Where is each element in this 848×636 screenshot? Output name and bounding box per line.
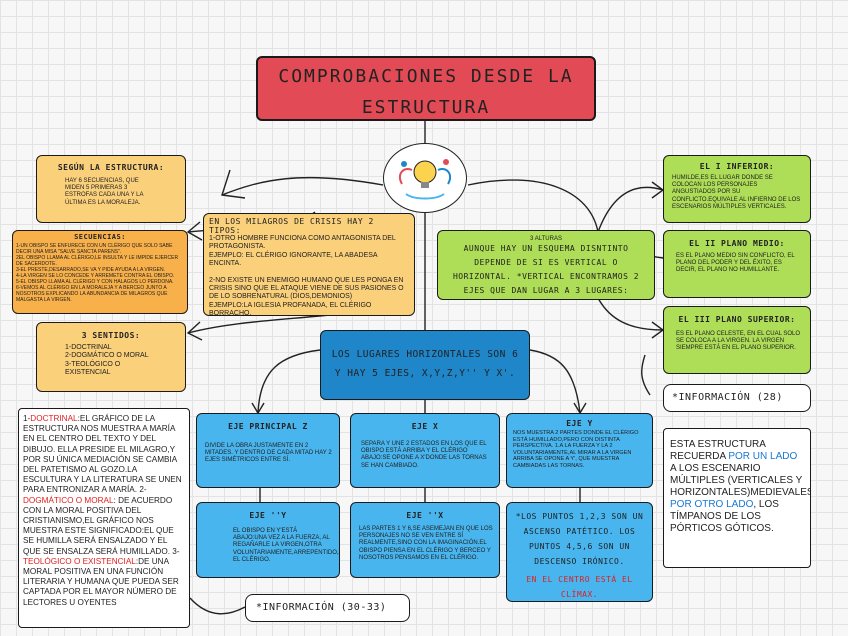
- secuencia-2: 2EL OBISPO LLAMA AL CLÉRIGO,LE INSULTA Y…: [16, 255, 179, 267]
- secuencias-list: 1-UN OBISPO SE ENFURECE CON UN CLÉRIGO Q…: [16, 243, 184, 303]
- eje-y-box: EJE Y NOS MUESTRA 2 PARTES DONDE EL CLÉR…: [506, 413, 653, 488]
- eje-yy-text: EL OBISPO EN Y'ESTÁ ABAJO:UNA VEZ A LA F…: [233, 528, 339, 563]
- doctrinal-text-box: 1-DOCTRINAL:EL GRÁFICO DE LA ESTRUCTURA …: [18, 408, 190, 628]
- sentido-2: 2-DOGMÁTICO O MORAL: [65, 352, 149, 360]
- plano1-heading: EL I INFERIOR:: [699, 162, 775, 171]
- milagros-p3: 2-NO EXISTE UN ENEMIGO HUMANO QUE LES PO…: [209, 276, 404, 301]
- secuencia-1: 1-UN OBISPO SE ENFURECE CON UN CLÉRIGO Q…: [16, 243, 173, 255]
- milagros-p2: EJEMPLO: EL CLÉRIGO IGNORANTE, LA ABADES…: [209, 251, 378, 268]
- sentido-3: 3-TEOLÓGICO O EXISTENCIAL: [65, 360, 121, 377]
- brain-lightbulb-icon: [383, 143, 467, 213]
- alturas-box: 3 ALTURAS AUNQUE HAY UN ESQUEMA DISNTINT…: [437, 230, 655, 300]
- title-line-2: ESTRUCTURA: [361, 97, 491, 118]
- eje-z-box: EJE PRINCIPAL Z DIVIDE LA OBRA JUSTAMENT…: [196, 413, 340, 488]
- info-30-33-text: *INFORMACIÓN (30-33): [256, 602, 387, 613]
- puntos-p1: *LOS PUNTOS 1,2,3 SON UN ASCENSO PATÉTIC…: [515, 512, 644, 566]
- plano-inferior-box: EL I INFERIOR: HUMILDE,ES EL LUGAR DONDE…: [663, 155, 811, 223]
- recuerda-e: , LOS TÍMPANOS DE LOS PÓRTICOS GÓTICOS.: [670, 499, 779, 534]
- doctrinal-n3: 3-: [172, 546, 180, 556]
- teologico-text: :DE UNA MORAL POSITIVA EN UNA FUNCIÓN LI…: [23, 556, 179, 607]
- segun-heading: SEGÚN LA ESTRUCTURA:: [57, 163, 165, 172]
- doctrinal-n1: 1-: [23, 414, 31, 423]
- plano3-text: ES EL PLANO CELESTE, EN EL CUAL SOLO SE …: [676, 331, 801, 352]
- doctrinal-body: 1-DOCTRINAL:EL GRÁFICO DE LA ESTRUCTURA …: [23, 414, 185, 608]
- recuerda-b: POR UN LADO: [728, 451, 798, 462]
- dogmatico-label: DOGMÁTICO O MORAL: [23, 495, 114, 505]
- doctrinal-label: DOCTRINAL: [30, 414, 78, 423]
- alturas-text: AUNQUE HAY UN ESQUEMA DISNTINTO DEPENDE …: [452, 244, 640, 295]
- eje-x-text: SEPARA Y UNE 2 ESTADOS EN LOS QUE EL OBI…: [361, 441, 487, 469]
- secuencia-3: 3-EL PRESTE,DESARRADO,SE VA Y PIDE AYUDA…: [16, 267, 165, 273]
- plano3-heading: EL III PLANO SUPERIOR:: [678, 315, 796, 324]
- milagros-text: 1-OTRO HOMBRE FUNCIONA COMO ANTAGONISTA …: [209, 235, 409, 316]
- horizontales-box: LOS LUGARES HORIZONTALES SON 6 Y HAY 5 E…: [320, 330, 530, 400]
- secuencia-4: 4-LA VIRGEN SE LO CONCEDE Y ARREMETE CON…: [16, 273, 175, 279]
- recuerda-box: ESTA ESTRUCTURA RECUERDA POR UN LADO A L…: [663, 428, 811, 568]
- plano2-text: ES EL PLANO MEDIO SIN CONFLICTO, EL PLAN…: [676, 253, 795, 274]
- info-28-label: *INFORMACIÓN (28): [663, 384, 811, 412]
- main-title: COMPROBACIONES DESDE LA ESTRUCTURA: [256, 56, 596, 121]
- teologico-label: TEOLÓGICO O EXISTENCIAL: [23, 556, 136, 566]
- recuerda-c: A LOS ESCENARIO MÚLTIPLES (VERTICALES Y …: [670, 463, 811, 498]
- eje-xx-box: EJE ''X LAS PARTES 1 Y 6,SE ASEMEJAN EN …: [350, 502, 500, 578]
- info-30-33-label: *INFORMACIÓN (30-33): [245, 594, 410, 622]
- recuerda-body: ESTA ESTRUCTURA RECUERDA POR UN LADO A L…: [670, 439, 810, 535]
- eje-z-heading: EJE PRINCIPAL Z: [228, 422, 308, 431]
- eje-x-heading: EJE X: [411, 422, 439, 431]
- eje-x-box: EJE X SEPARA Y UNE 2 ESTADOS EN LOS QUE …: [350, 413, 500, 488]
- plano2-heading: EL II PLANO MEDIO:: [689, 239, 785, 248]
- eje-xx-text: LAS PARTES 1 Y 6,SE ASEMEJAN EN QUE LOS …: [359, 526, 493, 561]
- doctrinal-text: :EL GRÁFICO DE LA ESTRUCTURA NOS MUESTRA…: [23, 414, 182, 495]
- eje-yy-heading: EJE ''Y: [249, 511, 287, 520]
- sentidos-list: 1-DOCTRINAL 2-DOGMÁTICO O MORAL 3-TEOLÓG…: [65, 344, 185, 378]
- info-28-text: *INFORMACIÓN (28): [672, 392, 783, 403]
- segun-text: HAY 6 SECUENCIAS, QUE MIDEN 5 PRIMERAS 3…: [65, 178, 144, 206]
- sentidos-box: 3 SENTIDOS: 1-DOCTRINAL 2-DOGMÁTICO O MO…: [36, 322, 186, 392]
- milagros-box: EN LOS MILAGROS DE CRISIS HAY 2 TIPOS: 1…: [203, 213, 415, 316]
- alturas-small: 3 ALTURAS: [530, 236, 562, 242]
- segun-estructura-box: SEGÚN LA ESTRUCTURA: HAY 6 SECUENCIAS, Q…: [36, 155, 186, 223]
- title-line-1: COMPROBACIONES DESDE LA: [278, 66, 574, 87]
- doctrinal-n2: 2-: [139, 485, 147, 495]
- puntos-p2: EN EL CENTRO ESTÁ EL CLÍMAX.: [526, 575, 633, 599]
- plano1-text: HUMILDE,ES EL LUGAR DONDE SE COLOCAN LOS…: [672, 175, 801, 210]
- milagros-p1: 1-OTRO HOMBRE FUNCIONA COMO ANTAGONISTA …: [209, 235, 396, 251]
- recuerda-d: POR OTRO LADO: [670, 499, 754, 510]
- secuencias-box: SECUENCIAS: 1-UN OBISPO SE ENFURECE CON …: [12, 230, 188, 314]
- sentidos-heading: 3 SENTIDOS:: [81, 331, 141, 340]
- plano-superior-box: EL III PLANO SUPERIOR: ES EL PLANO CELES…: [663, 306, 811, 374]
- eje-z-text: DIVIDE LA OBRA JUSTAMENTE EN 2 MITADES. …: [205, 443, 332, 464]
- secuencia-6: 6-VEMOS AL CLÉRIGO EN LA MORALEJA Y A BE…: [16, 285, 168, 303]
- secuencia-5: 5-EL OBISPO LLAMA AL CLÉRIGO Y CON HALAG…: [16, 279, 174, 285]
- horizontales-text: LOS LUGARES HORIZONTALES SON 6 Y HAY 5 E…: [331, 349, 519, 379]
- eje-xx-heading: EJE ''X: [406, 511, 444, 520]
- plano-medio-box: EL II PLANO MEDIO: ES EL PLANO MEDIO SIN…: [663, 230, 811, 298]
- eje-y-heading: EJE Y: [566, 419, 593, 428]
- milagros-p4: EJEMPLO:LA IGLESIA PROFANADA, EL CLÉRIGO…: [209, 301, 372, 316]
- dogmatico-text: : DE ACUERDO CON LA MORAL POSITIVA DEL C…: [23, 495, 174, 556]
- secuencias-heading: SECUENCIAS:: [74, 233, 126, 241]
- eje-yy-box: EJE ''Y EL OBISPO EN Y'ESTÁ ABAJO:UNA VE…: [196, 502, 340, 578]
- recuerda-a: ESTA ESTRUCTURA RECUERDA: [670, 439, 766, 462]
- eje-y-text: NOS MUESTRA 2 PARTES DONDE EL CLÉRIGO ES…: [513, 430, 639, 469]
- puntos-box: *LOS PUNTOS 1,2,3 SON UN ASCENSO PATÉTIC…: [506, 502, 653, 602]
- sentido-1: 1-DOCTRINAL: [65, 344, 112, 351]
- milagros-heading: EN LOS MILAGROS DE CRISIS HAY 2 TIPOS:: [209, 217, 374, 235]
